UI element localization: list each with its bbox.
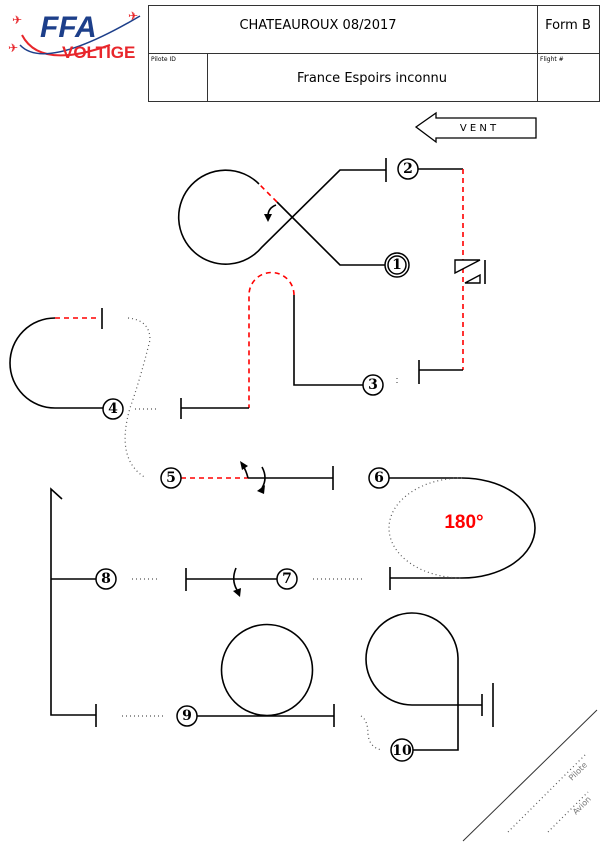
- wind-arrow: V E N T: [414, 111, 537, 144]
- figure-6: 180° 6: [368, 467, 536, 590]
- figure-4: 4: [9, 308, 156, 479]
- figure-number: 8: [101, 571, 111, 587]
- plane-label: Avion: [571, 795, 593, 817]
- plane-icon: ✈: [12, 13, 22, 27]
- pilot-signature-line[interactable]: [507, 753, 587, 833]
- figure-number: 4: [108, 401, 118, 417]
- form-label: Form B: [545, 18, 591, 33]
- pilot-label: Pilote: [567, 760, 589, 782]
- turn-angle-label: 180°: [444, 512, 483, 533]
- roll-arrow-icon: [264, 214, 272, 222]
- figure-1: 1: [177, 158, 410, 278]
- snap-roll-icon: [454, 259, 486, 284]
- figure-number: 10: [392, 743, 412, 759]
- figure-9: 9: [122, 623, 335, 727]
- pilot-id-label: Pilote ID: [151, 56, 176, 63]
- figure-number: 5: [166, 470, 176, 486]
- plane-icon: ✈: [128, 9, 138, 23]
- figure-number: 1: [392, 257, 402, 273]
- flight-number-label: Flight #: [540, 56, 564, 63]
- header-table: CHATEAUROUX 08/2017 Form B Pilote ID Fra…: [148, 5, 600, 102]
- figure-3: 3: [180, 271, 398, 419]
- roll-arrow-icon: [240, 461, 248, 470]
- logo-ffa-text: FFA: [40, 11, 97, 44]
- figure-8: 8: [50, 487, 160, 727]
- plane-signature-line[interactable]: [547, 791, 589, 833]
- roll-arrow-icon: [257, 485, 265, 494]
- figure-10: 10: [360, 612, 494, 762]
- competition-title: CHATEAUROUX 08/2017: [239, 18, 396, 33]
- figure-number: 2: [403, 161, 413, 177]
- plane-icon: ✈: [8, 41, 18, 55]
- figure-number: 7: [282, 571, 292, 587]
- figure-7: 7: [185, 567, 364, 597]
- figure-5: 5: [160, 461, 334, 494]
- figure-number: 3: [368, 377, 378, 393]
- figure-2: 2: [397, 158, 486, 384]
- figure-number: 9: [182, 708, 192, 724]
- sequence-name: France Espoirs inconnu: [297, 71, 447, 86]
- roll-arrow-icon: [233, 588, 241, 597]
- figure-number: 6: [374, 470, 384, 486]
- signature-corner: Pilote Avion: [462, 709, 598, 842]
- wind-label: V E N T: [460, 123, 497, 134]
- ffa-voltige-logo: FFA VOLTIGE ✈ ✈ ✈: [8, 9, 141, 62]
- logo-voltige-text: VOLTIGE: [62, 43, 135, 62]
